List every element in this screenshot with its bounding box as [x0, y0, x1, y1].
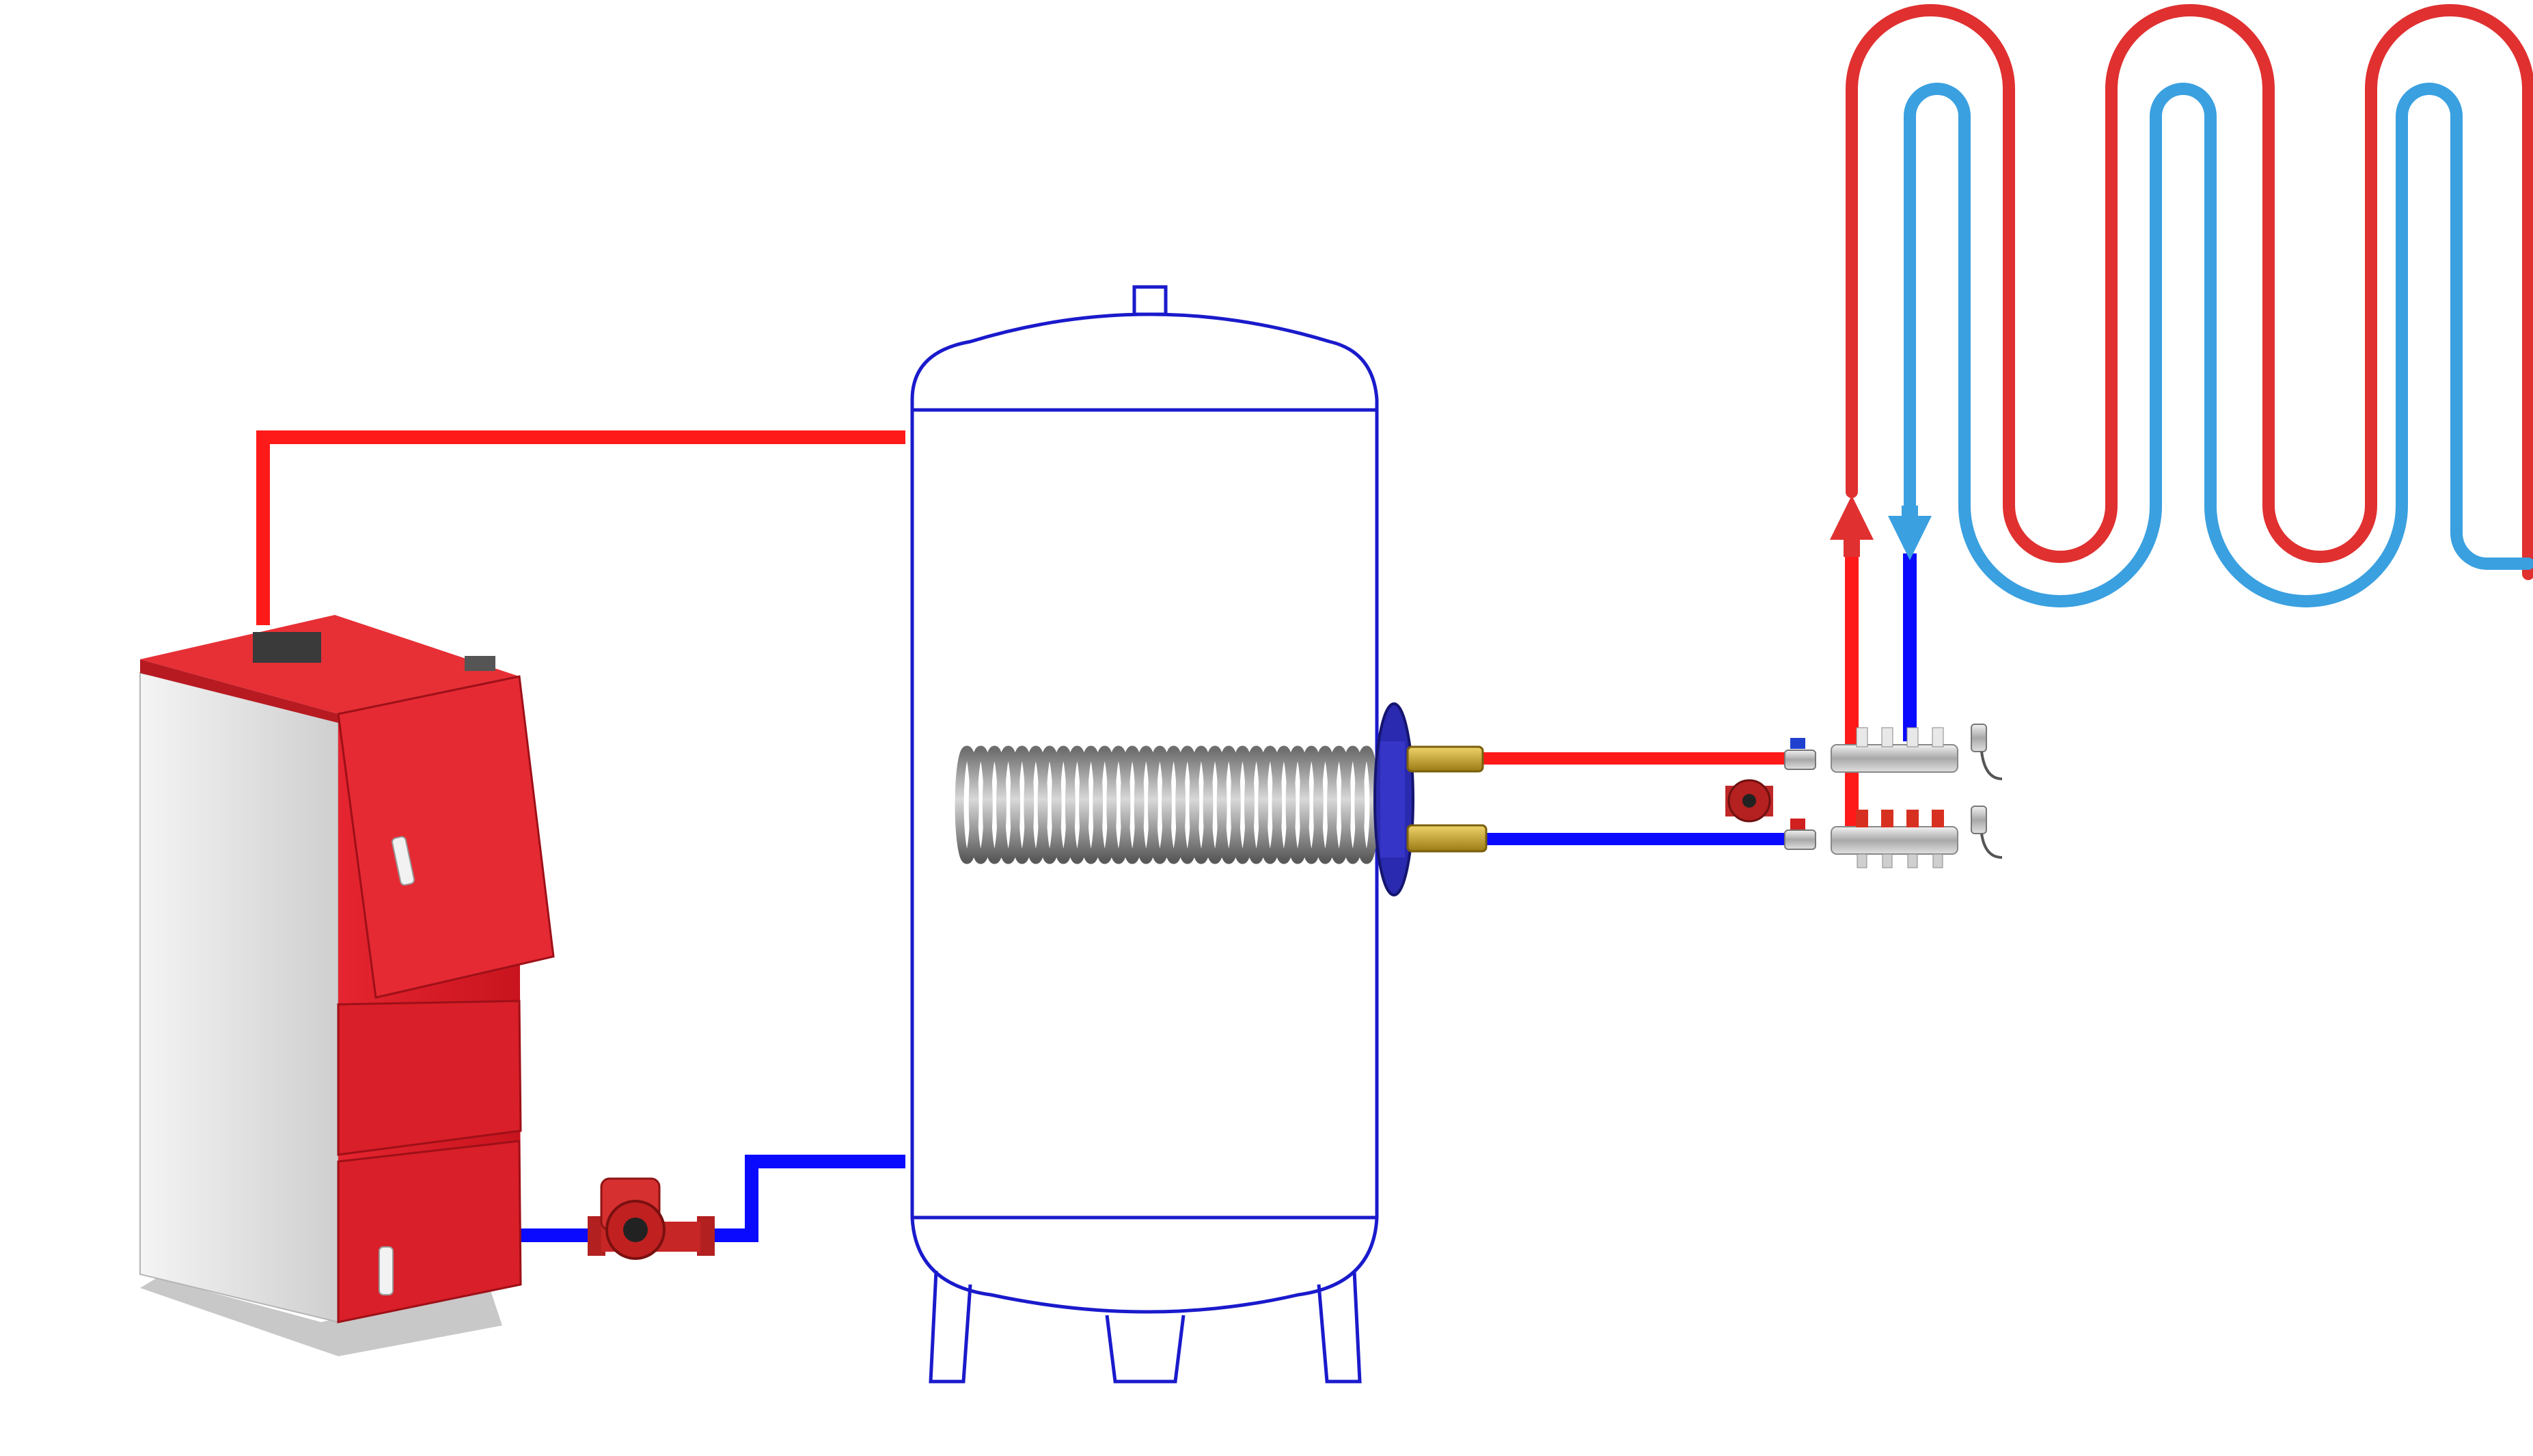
boiler-pump [588, 1177, 715, 1260]
floor-loop [1830, 4, 2533, 607]
coil-inlet-fitting [1406, 824, 1488, 853]
manifold-upper-bar [1831, 744, 1958, 773]
coil-outlet-fitting [1406, 745, 1484, 773]
manifold-lower-port [1857, 853, 1867, 868]
coil-turns [955, 745, 1379, 864]
manifold-flow-cap-icon [1906, 810, 1919, 827]
manifold-lower-port [1907, 853, 1918, 868]
manifold-upper-port [1906, 727, 1919, 747]
lower-air-vent-icon [1971, 806, 1987, 834]
supply-ball-valve [1784, 750, 1816, 770]
supply-arrow-icon [1830, 495, 1874, 540]
tank-top-nozzle [1132, 285, 1168, 316]
boiler-top-lip [140, 659, 338, 723]
return-valve-handle-icon [1790, 819, 1805, 829]
boiler-middle-door [337, 1000, 522, 1156]
boiler-return-pipe-a [704, 1155, 905, 1242]
upper-door-handle-icon [392, 836, 415, 886]
coil-flange-plate [1380, 741, 1405, 857]
heat-exchanger [955, 702, 1488, 896]
tank-leg-center [1105, 1315, 1186, 1384]
manifold-lower-bar [1831, 826, 1958, 855]
return-arrow-shaft [1902, 506, 1918, 519]
manifold-flow-cap-icon [1856, 810, 1868, 827]
boiler-control-panel [253, 632, 321, 663]
manifold-lower-port [1882, 853, 1893, 868]
return-ball-valve [1784, 829, 1816, 850]
tank-leg-left [929, 1270, 972, 1384]
manifold-pump-hub [1742, 794, 1756, 808]
lower-drain-hose [1980, 833, 2003, 859]
manifold-assembly [1725, 724, 2003, 868]
boiler-supply-pipe [256, 430, 905, 625]
return-arrow-icon [1888, 516, 1932, 560]
manifold-upper-port [1881, 727, 1893, 747]
buffer-tank [910, 285, 1379, 1384]
pipes [256, 430, 1917, 1242]
floor-loop-cold-line [1904, 83, 2533, 607]
boiler-base [140, 1278, 502, 1356]
supply-arrow-shaft [1844, 536, 1860, 557]
boiler [139, 615, 555, 1356]
coil-turn [1354, 745, 1379, 864]
upper-drain-hose [1980, 751, 2003, 780]
lower-door-handle-icon [379, 1246, 394, 1295]
manifold-flow-cap-icon [1881, 810, 1893, 827]
boiler-lower-door [337, 1140, 522, 1323]
supply-valve-handle-icon [1790, 738, 1805, 749]
boiler-pump-hub [623, 1218, 648, 1242]
boiler-side-panel [139, 672, 339, 1323]
manifold-flow-cap-icon [1932, 810, 1944, 827]
manifold-lower-port [1932, 853, 1943, 868]
manifold-upper-port [1932, 727, 1944, 747]
floor-loop-hot-line [1846, 4, 2533, 580]
boiler-upper-door [337, 675, 555, 999]
boiler-display [465, 656, 495, 671]
upper-air-vent-icon [1971, 724, 1987, 752]
tank-leg-right [1317, 1270, 1362, 1384]
manifold-upper-port [1856, 727, 1868, 747]
boiler-top [140, 615, 519, 714]
manifold-ports [1856, 727, 1944, 868]
